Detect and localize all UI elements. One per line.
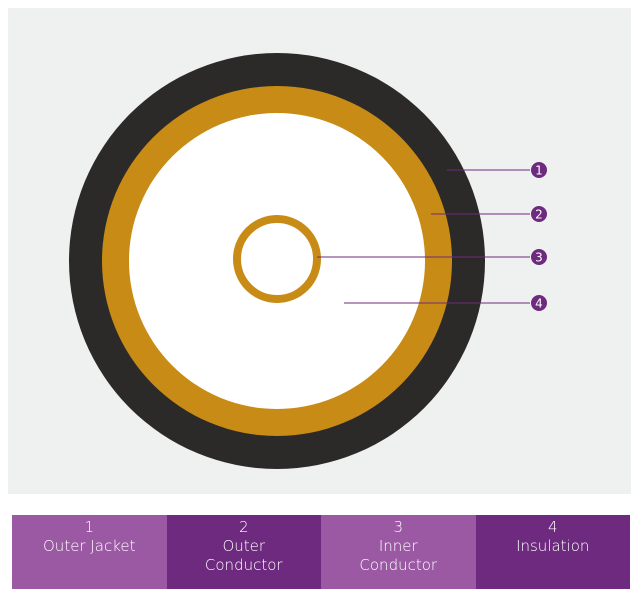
callout-number-1: 1 <box>535 164 543 178</box>
legend-label: Outer Conductor <box>204 537 283 574</box>
callout-number-3: 3 <box>535 251 543 265</box>
insulation-layer <box>129 113 425 409</box>
callout-number-4: 4 <box>535 297 543 311</box>
callout-number-2: 2 <box>535 208 543 222</box>
legend-item-inner-conductor: 3 Inner Conductor <box>321 515 476 589</box>
legend-number: 2 <box>238 518 249 536</box>
callout-badge-1 <box>531 162 547 178</box>
callout-2: 2 <box>431 206 547 222</box>
callout-badge-4 <box>531 295 547 311</box>
legend-label: Outer Jacket <box>43 537 136 555</box>
legend-item-outer-conductor: 2 Outer Conductor <box>166 515 321 589</box>
legend-item-insulation: 4 Insulation <box>475 515 630 589</box>
legend-number: 1 <box>84 518 95 536</box>
diagram-panel: 1 2 3 4 <box>8 8 631 494</box>
callout-badge-3 <box>531 249 547 265</box>
legend-label: Insulation <box>516 537 590 555</box>
inner-conductor-ring <box>233 215 321 303</box>
callout-badge-2 <box>531 206 547 222</box>
callout-1: 1 <box>447 162 547 178</box>
coax-cable-cross-section: 1 2 3 4 <box>69 53 547 469</box>
legend-item-outer-jacket: 1 Outer Jacket <box>12 515 167 589</box>
legend-label: Inner Conductor <box>359 537 438 574</box>
callout-3: 3 <box>317 249 547 265</box>
callout-4: 4 <box>344 295 547 311</box>
legend-number: 4 <box>547 518 558 536</box>
legend-bar: 1 Outer Jacket 2 Outer Conductor 3 Inner… <box>12 515 630 589</box>
legend-number: 3 <box>393 518 404 536</box>
